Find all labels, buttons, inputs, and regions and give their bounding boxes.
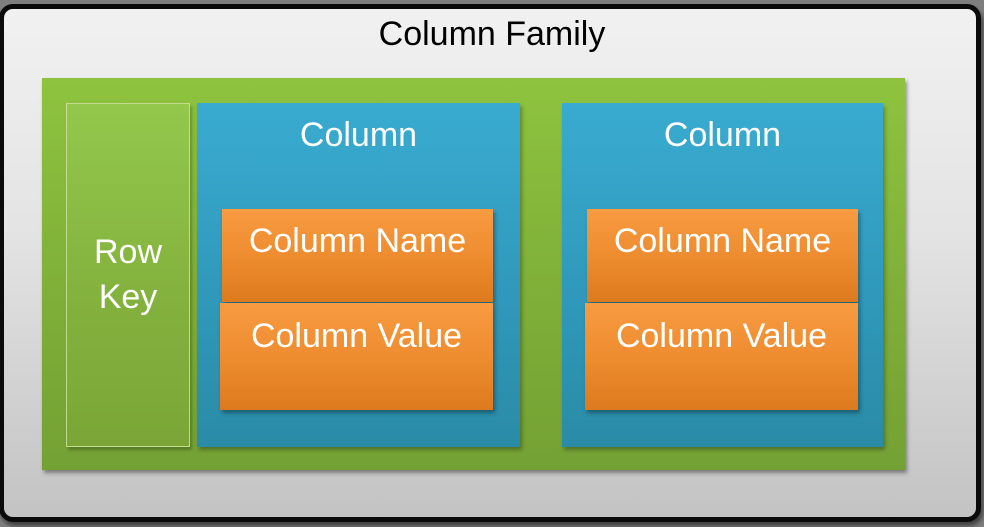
column-2-value-box: Column Value — [585, 303, 858, 410]
column-2-header: Column — [663, 116, 782, 154]
column-box-2: Column Column Name Column Value — [562, 103, 883, 447]
column-1-name-box: Column Name — [222, 209, 493, 302]
column-1-name-label: Column Name — [248, 222, 467, 260]
diagram-title: Column Family — [378, 15, 606, 53]
column-2-value-label: Column Value — [615, 317, 828, 355]
column-2-name-box: Column Name — [587, 209, 858, 302]
row-key-box: Row Key — [66, 103, 190, 447]
row-key-label: Row Key — [93, 233, 163, 316]
column-1-value-box: Column Value — [220, 303, 493, 410]
column-2-name-label: Column Name — [613, 222, 832, 260]
column-1-header: Column — [299, 116, 418, 154]
column-box-1: Column Column Name Column Value — [197, 103, 520, 447]
column-1-value-label: Column Value — [250, 317, 463, 355]
